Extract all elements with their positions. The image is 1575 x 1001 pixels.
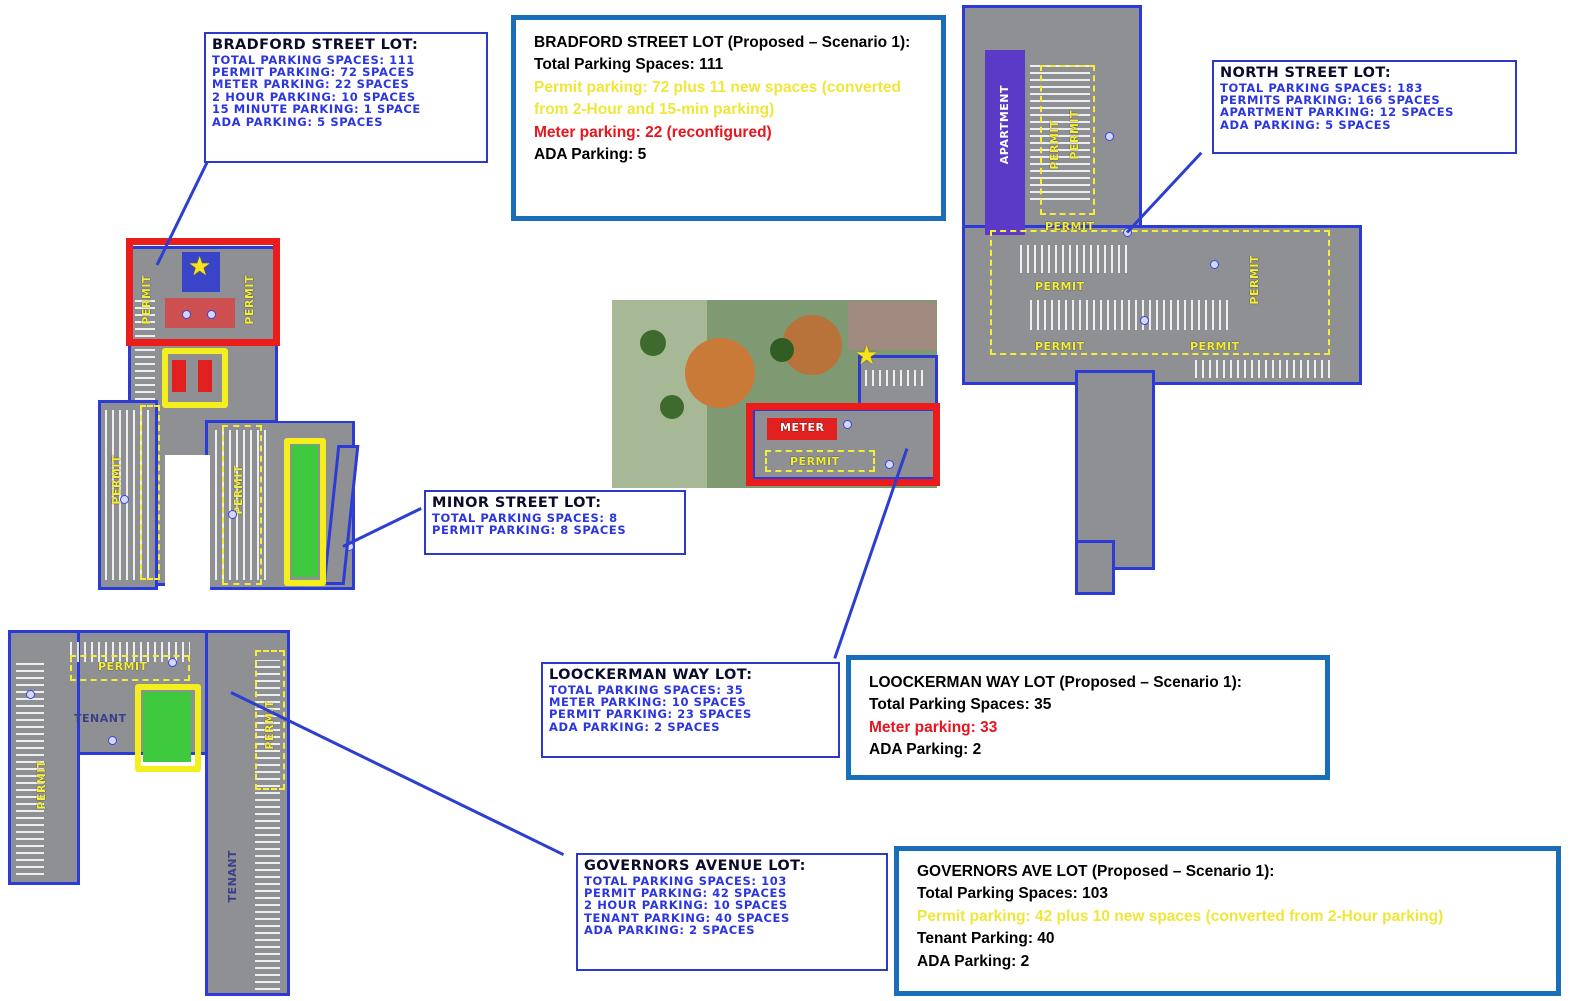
proposal-permit: Permit parking: 42 plus 10 new spaces (c…	[917, 907, 1444, 925]
proposal-permit: Permit parking: 72 plus 11 new spaces (c…	[534, 78, 901, 119]
legend-line: PERMIT PARKING: 42 SPACES	[584, 886, 787, 901]
legend-line: PERMIT PARKING: 23 SPACES	[549, 707, 752, 722]
ada-icon	[1105, 132, 1114, 141]
legend-title: NORTH STREET LOT:	[1220, 65, 1392, 81]
legend-line: ADA PARKING: 5 SPACES	[212, 114, 384, 129]
ada-icon	[182, 310, 191, 319]
ada-icon	[1210, 260, 1219, 269]
legend-line: METER PARKING: 10 SPACES	[549, 695, 747, 710]
proposal-ada: ADA Parking: 2	[917, 952, 1030, 970]
proposal-title: GOVERNORS AVE LOT (Proposed – Scenario 1…	[917, 863, 1275, 880]
legend-line: TOTAL PARKING SPACES: 35	[549, 682, 744, 697]
minor-yellow-highlight	[284, 438, 326, 586]
north-legend: NORTH STREET LOT: TOTAL PARKING SPACES: …	[1212, 60, 1517, 154]
proposal-total: Total Parking Spaces: 35	[869, 696, 1052, 714]
legend-line: TOTAL PARKING SPACES: 183	[1220, 80, 1423, 95]
proposal-title: BRADFORD STREET LOT (Proposed – Scenario…	[534, 34, 911, 51]
legend-line: PERMIT PARKING: 8 SPACES	[432, 523, 627, 538]
proposal-meter: Meter parking: 22 (reconfigured)	[534, 123, 772, 141]
legend-line: TOTAL PARKING SPACES: 103	[584, 873, 787, 888]
ada-icon	[885, 460, 894, 469]
permit-label: PERMIT	[98, 660, 148, 673]
proposal-meter: Meter parking: 33	[869, 718, 998, 736]
governors-yellow-highlight	[135, 684, 201, 772]
loockerman-proposal-box: LOOCKERMAN WAY LOT (Proposed – Scenario …	[846, 655, 1330, 780]
permit-label: PERMIT	[1035, 280, 1085, 293]
ada-icon	[1140, 316, 1149, 325]
permit-label: PERMIT	[35, 760, 48, 810]
tenant-label: TENANT	[226, 850, 239, 903]
proposal-ada: ADA Parking: 5	[534, 146, 647, 164]
legend-line: TOTAL PARKING SPACES: 111	[212, 52, 415, 67]
proposal-tenant: Tenant Parking: 40	[917, 930, 1055, 948]
minor-legend: MINOR STREET LOT: TOTAL PARKING SPACES: …	[424, 490, 686, 555]
permit-label: PERMIT	[1190, 340, 1240, 353]
ada-icon	[26, 690, 35, 699]
star-icon: ★	[188, 251, 212, 281]
ada-icon	[228, 510, 237, 519]
legend-line: 15 MINUTE PARKING: 1 SPACE	[212, 102, 421, 117]
permit-label: PERMIT	[790, 455, 840, 468]
legend-line: PERMIT PARKING: 72 SPACES	[212, 65, 415, 80]
legend-line: ADA PARKING: 2 SPACES	[584, 923, 756, 938]
permit-label: PERMIT	[1048, 120, 1061, 170]
proposal-total: Total Parking Spaces: 111	[534, 56, 724, 74]
legend-title: GOVERNORS AVENUE LOT:	[584, 858, 806, 874]
legend-line: ADA PARKING: 5 SPACES	[1220, 117, 1392, 132]
apartment-label: APARTMENT	[998, 85, 1011, 165]
legend-line: METER PARKING: 22 SPACES	[212, 77, 410, 92]
bradford-yellow-highlight	[162, 348, 228, 408]
meter-label: METER	[780, 421, 825, 434]
legend-title: MINOR STREET LOT:	[432, 495, 602, 511]
legend-line: ADA PARKING: 2 SPACES	[549, 719, 721, 734]
governors-proposal-box: GOVERNORS AVE LOT (Proposed – Scenario 1…	[894, 846, 1561, 996]
star-icon: ★	[855, 340, 879, 370]
permit-label: PERMIT	[1248, 255, 1261, 305]
governors-legend: GOVERNORS AVENUE LOT: TOTAL PARKING SPAC…	[576, 853, 888, 971]
legend-line: 2 HOUR PARKING: 10 SPACES	[584, 898, 788, 913]
ada-icon	[120, 495, 129, 504]
ada-icon	[207, 310, 216, 319]
legend-line: 2 HOUR PARKING: 10 SPACES	[212, 89, 416, 104]
legend-line: PERMITS PARKING: 166 SPACES	[1220, 93, 1441, 108]
permit-label: PERMIT	[1035, 340, 1085, 353]
legend-line: APARTMENT PARKING: 12 SPACES	[1220, 105, 1455, 120]
bradford-legend: BRADFORD STREET LOT: TOTAL PARKING SPACE…	[204, 32, 488, 163]
bradford-red-highlight	[126, 238, 280, 346]
loockerman-legend: LOOCKERMAN WAY LOT: TOTAL PARKING SPACES…	[541, 662, 840, 758]
legend-line: TENANT PARKING: 40 SPACES	[584, 910, 790, 925]
permit-label: PERMIT	[1045, 220, 1095, 233]
ada-icon	[108, 736, 117, 745]
proposal-total: Total Parking Spaces: 103	[917, 885, 1108, 903]
ada-icon	[168, 658, 177, 667]
legend-title: BRADFORD STREET LOT:	[212, 37, 419, 53]
permit-label: PERMIT	[232, 465, 245, 515]
permit-label: PERMIT	[1068, 110, 1081, 160]
proposal-title: LOOCKERMAN WAY LOT (Proposed – Scenario …	[869, 674, 1242, 691]
legend-line: TOTAL PARKING SPACES: 8	[432, 510, 618, 525]
ada-icon	[843, 420, 852, 429]
legend-title: LOOCKERMAN WAY LOT:	[549, 667, 753, 683]
loockerman-red-highlight	[746, 403, 940, 486]
tenant-label: TENANT	[74, 712, 127, 725]
proposal-ada: ADA Parking: 2	[869, 741, 982, 759]
bradford-proposal-box: BRADFORD STREET LOT (Proposed – Scenario…	[511, 15, 946, 221]
